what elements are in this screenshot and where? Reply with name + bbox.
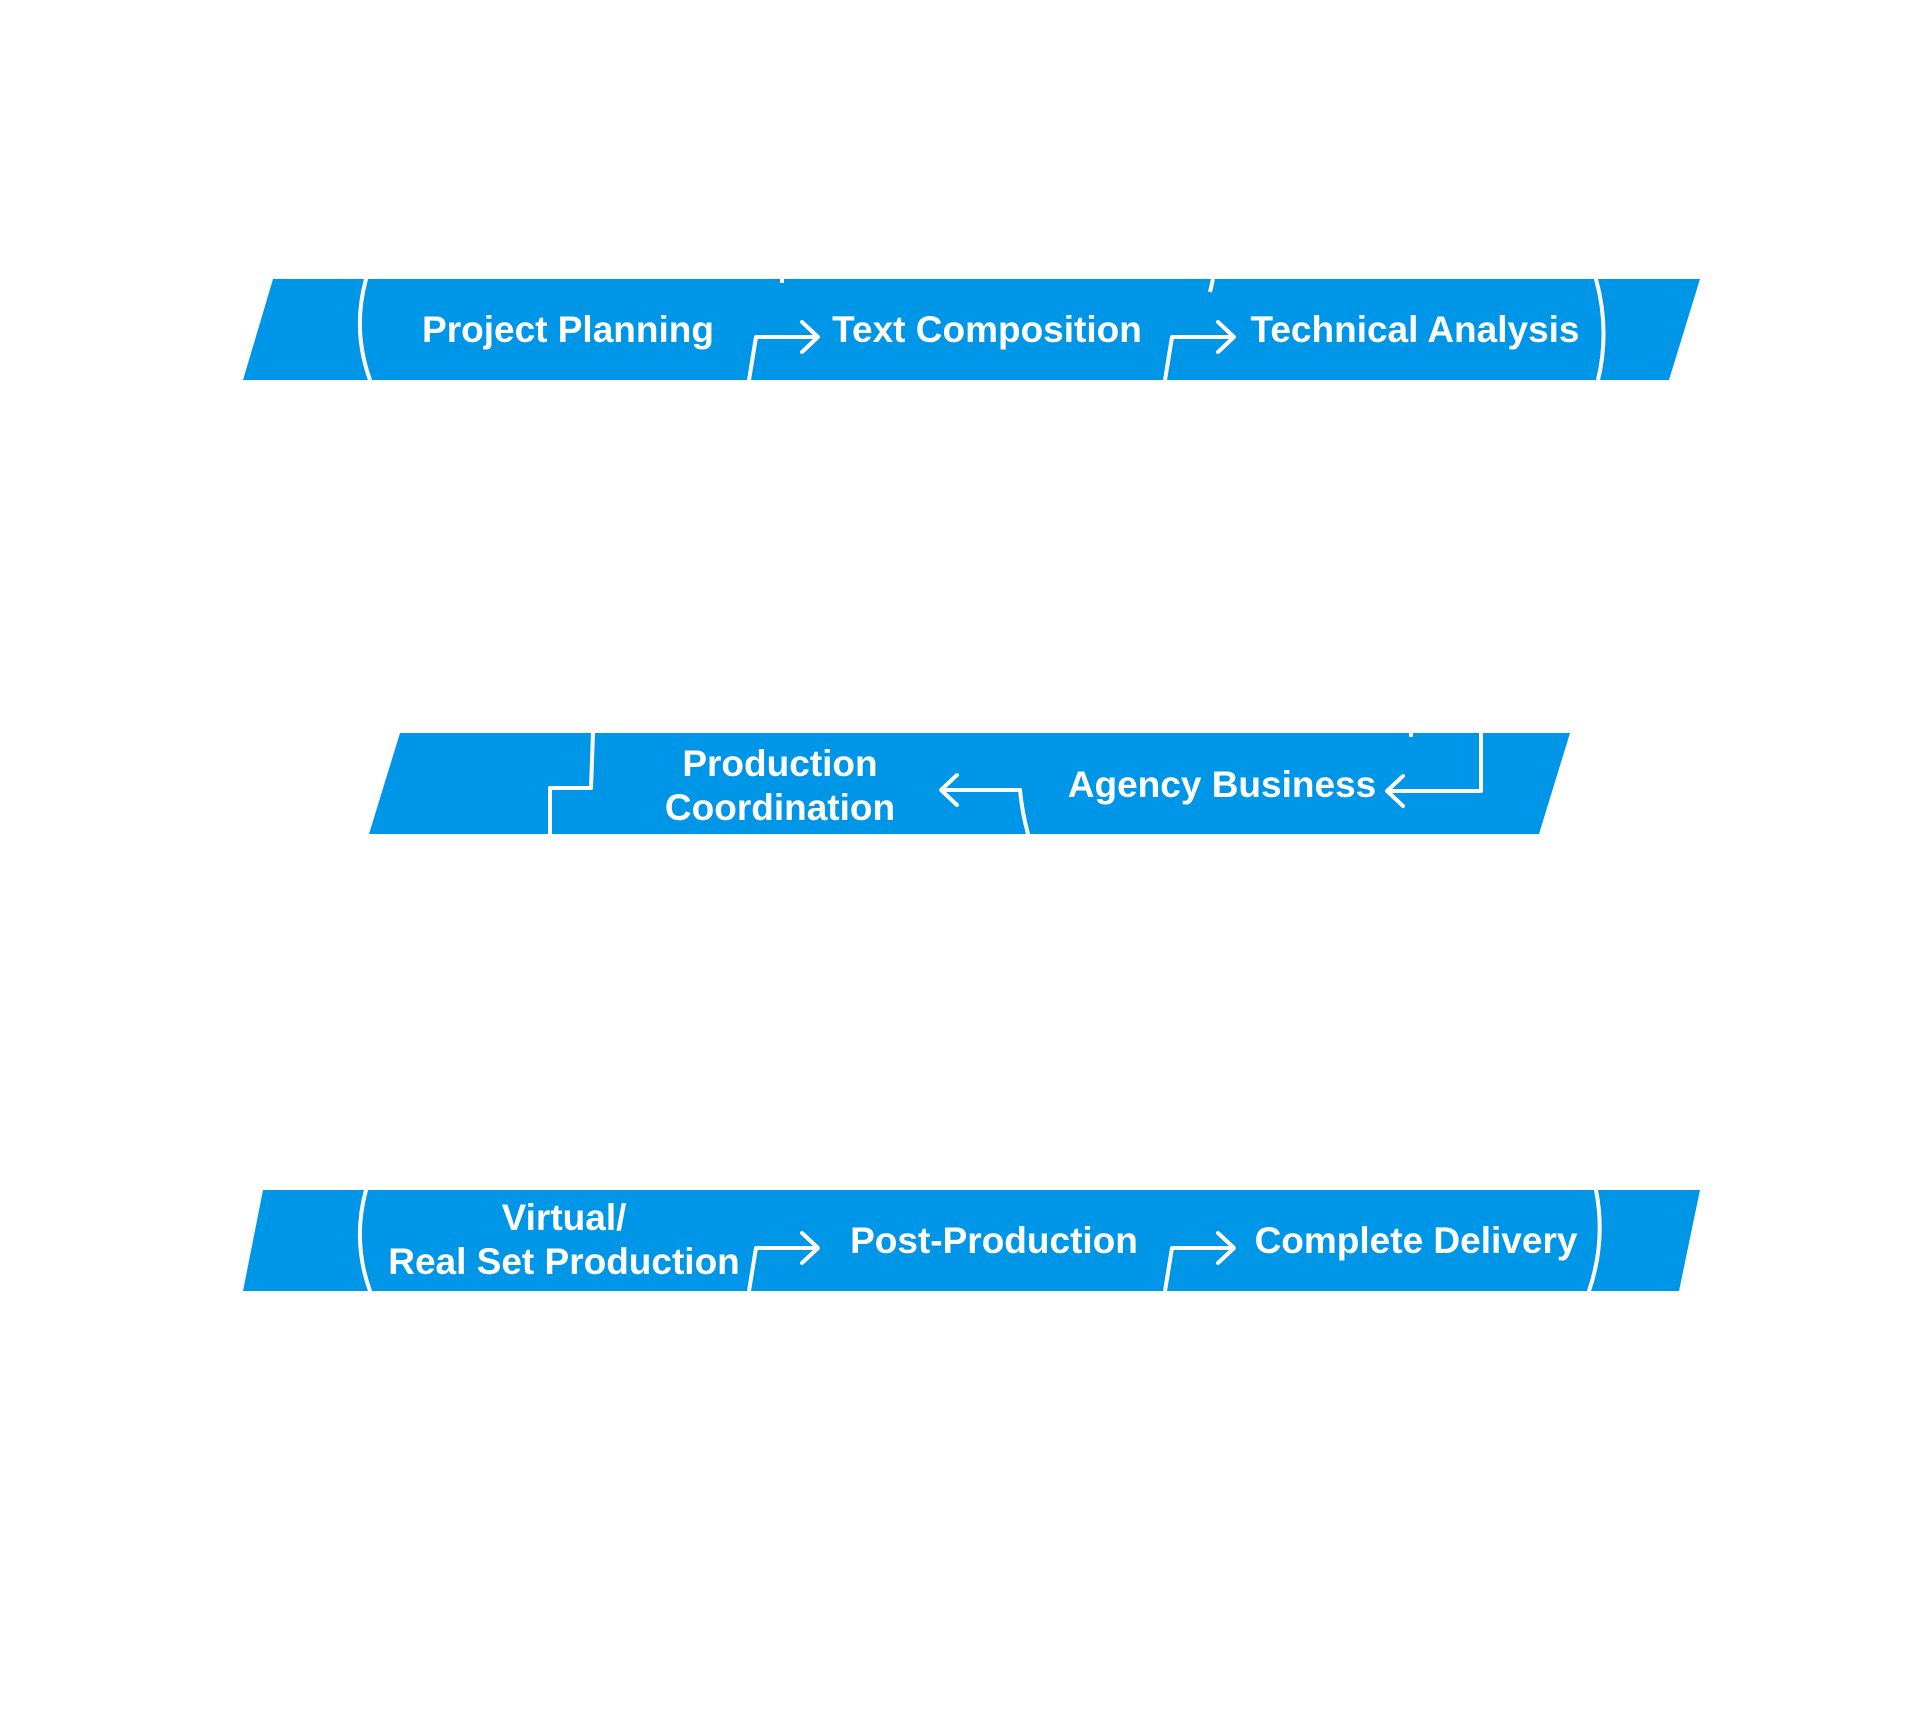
step-label-line: Text Composition xyxy=(832,309,1142,350)
step-post-production: Post-Production xyxy=(850,1219,1138,1263)
row-3-connector-2 xyxy=(1163,1231,1236,1293)
connector-1-arrowhead-icon xyxy=(800,320,820,354)
connector-1-line xyxy=(747,335,818,382)
step-label-line: Technical Analysis xyxy=(1250,309,1580,350)
row-1-top-tick-2 xyxy=(1208,278,1215,293)
row-2-left-step-line xyxy=(548,731,595,836)
step-label-line: Agency Business xyxy=(1067,764,1377,805)
step-production-coordination: Production Coordination xyxy=(665,742,895,830)
connector-5-line xyxy=(747,1246,818,1293)
row-2-connector-2 xyxy=(939,773,1022,807)
row-3-connector-1 xyxy=(747,1231,820,1293)
step-label-line: Coordination xyxy=(664,787,896,828)
step-label-line: Virtual/ xyxy=(501,1197,627,1238)
connector-3-arrowhead-icon xyxy=(1385,774,1405,808)
connector-6-arrowhead-icon xyxy=(1216,1231,1236,1265)
row-3-band xyxy=(243,1188,1700,1293)
row-1-band xyxy=(243,277,1700,382)
row-3-left-bracket xyxy=(357,1188,372,1293)
step-complete-delivery: Complete Delivery xyxy=(1255,1219,1578,1263)
step-label-line: Complete Delivery xyxy=(1254,1220,1578,1261)
row-2-band-shape xyxy=(369,733,1570,834)
row-2-connector-1 xyxy=(1385,731,1483,808)
step-project-planning: Project Planning xyxy=(422,308,714,352)
row-1-left-bracket xyxy=(357,277,372,382)
step-label-line: Real Set Production xyxy=(388,1241,740,1282)
step-label-line: Project Planning xyxy=(422,309,714,350)
step-virtual-real-set-production: Virtual/ Real Set Production xyxy=(388,1196,740,1284)
step-technical-analysis: Technical Analysis xyxy=(1250,308,1579,352)
row-1-connector-1 xyxy=(747,320,820,382)
connector-3-line xyxy=(1387,731,1483,793)
row-1-right-bracket xyxy=(1594,277,1606,382)
step-label-line: Post-Production xyxy=(850,1220,1138,1261)
step-agency-business: Agency Business xyxy=(1068,763,1376,807)
row-1-band-shape xyxy=(243,279,1700,380)
connector-2-arrowhead-icon xyxy=(1216,320,1236,354)
connector-6-line xyxy=(1163,1246,1234,1293)
row-3-right-bracket xyxy=(1587,1188,1602,1293)
connector-5-arrowhead-icon xyxy=(800,1231,820,1265)
row-2-separator xyxy=(1018,788,1030,836)
row-1-connector-2 xyxy=(1163,320,1236,382)
connector-2-line xyxy=(1163,335,1234,382)
step-label-line: Production xyxy=(682,743,878,784)
row-3-band-shape xyxy=(243,1190,1700,1291)
step-text-composition: Text Composition xyxy=(832,308,1142,352)
connector-4-arrowhead-icon xyxy=(939,773,959,807)
row-2-band xyxy=(369,731,1570,836)
